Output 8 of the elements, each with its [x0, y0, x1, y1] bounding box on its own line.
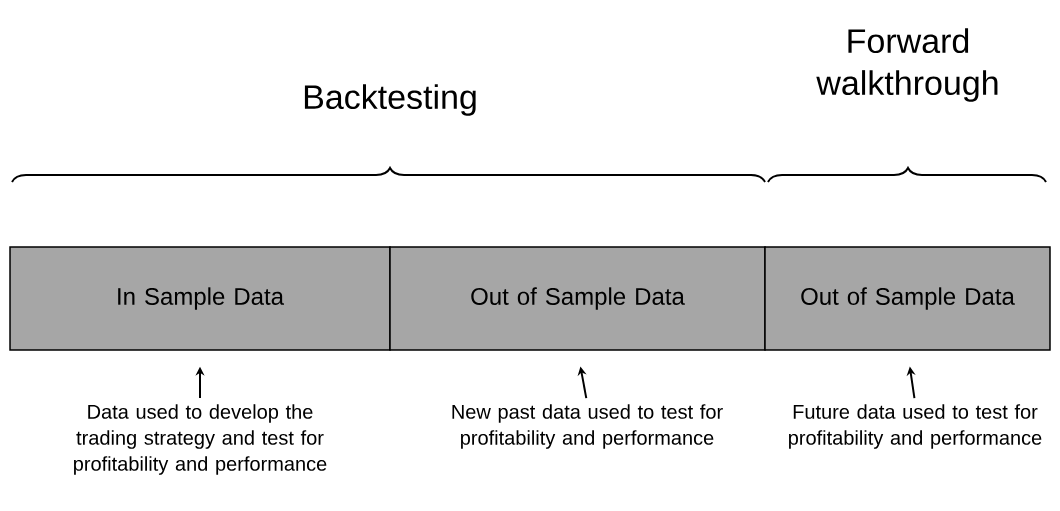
- data-box: In Sample Data: [9, 246, 391, 351]
- section-heading: Backtesting: [304, 84, 476, 116]
- data-box: Out of Sample Data: [764, 246, 1051, 351]
- data-box: Out of Sample Data: [389, 246, 766, 351]
- section-heading: Forward walkthrough: [816, 28, 998, 102]
- description-text: New past data used to test for profitability and performance: [452, 404, 723, 449]
- description-text: Future data used to test for profitability and performance: [789, 404, 1042, 449]
- description-text: Data used to develop the trading strategy and test for profitability and performance: [74, 404, 327, 475]
